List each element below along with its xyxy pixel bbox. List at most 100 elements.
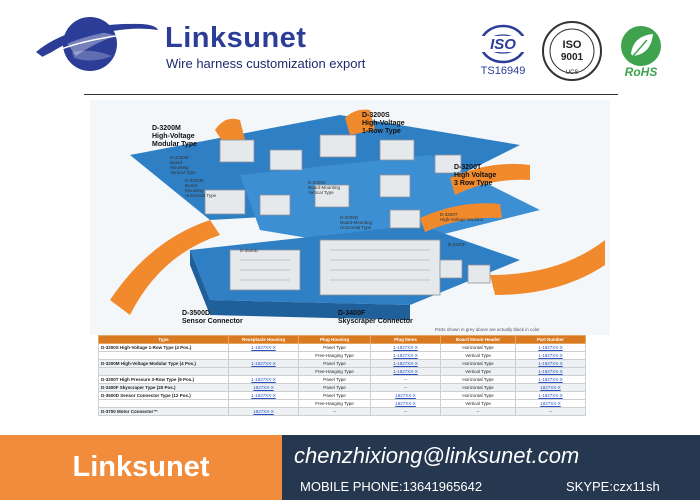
cell-receptacle-link[interactable]: 1827XX-X bbox=[228, 407, 299, 416]
label-d3200m: D-3200M High-Voltage Modular Type bbox=[152, 125, 197, 148]
contact-email[interactable]: chenzhixiong@linksunet.com bbox=[294, 443, 580, 468]
wire-bundle-m bbox=[215, 118, 245, 150]
cell-plug-part-link[interactable]: 1827XX-X bbox=[370, 391, 441, 400]
cell-board: Vertical Type bbox=[440, 399, 516, 408]
table-row: Free-Hanging Type 1-1827XX-X Vertical Ty… bbox=[98, 367, 586, 376]
cell-plug: Free-Hanging Type bbox=[298, 399, 371, 408]
table-row: D-3200S High-Voltage 1-Row Type (4 Pos.)… bbox=[98, 343, 586, 352]
cell-part-link[interactable]: 1827XX-X bbox=[515, 383, 586, 392]
cell-part-link[interactable]: 1-1827XX-X bbox=[515, 375, 586, 384]
cell-board: Horizontal Type bbox=[440, 391, 516, 400]
table-row: Free-Hanging Type 1827XX-X Vertical Type… bbox=[98, 399, 586, 408]
connector-block bbox=[379, 139, 415, 161]
label-d3200s: D-3200S High-Voltage 1-Row Type bbox=[362, 112, 405, 135]
footer-brand: Linksunet bbox=[72, 451, 210, 483]
cell-plug: Panel Type bbox=[298, 343, 371, 352]
contact-phone: MOBILE PHONE:13641965642 bbox=[300, 479, 483, 494]
cell-part: – bbox=[515, 407, 586, 416]
cell-board: Vertical Type bbox=[440, 351, 516, 360]
header-type: Type bbox=[98, 335, 229, 344]
label-board-s: D-3200S Board-Mounting Vertical Type bbox=[308, 180, 341, 195]
connector-block bbox=[467, 264, 491, 284]
diagram-note: Parts shown in grey above are actually b… bbox=[435, 327, 540, 332]
cell-board: – bbox=[440, 407, 516, 416]
table-row: Free-Hanging Type 1-1827XX-X Vertical Ty… bbox=[98, 351, 586, 360]
connector-block bbox=[204, 189, 246, 215]
footer-brand-block: Linksunet bbox=[0, 435, 282, 500]
cell-receptacle-link[interactable]: 1-1827XX-X bbox=[228, 343, 299, 352]
cell-part-link[interactable]: 1-1827XX-X bbox=[515, 367, 586, 376]
connector-block bbox=[314, 184, 350, 208]
cell-receptacle-link[interactable]: 1-1827XX-X bbox=[228, 359, 299, 368]
cell-part-link[interactable]: 1-1827XX-X bbox=[515, 359, 586, 368]
cell-type bbox=[98, 351, 229, 360]
cell-plug: Panel Type bbox=[298, 383, 371, 392]
header-board-mount: Board Mount Header bbox=[440, 335, 516, 344]
cell-type bbox=[98, 399, 229, 408]
connector-diagram: D-3200M High-Voltage Modular Type D-3200… bbox=[90, 100, 610, 335]
cell-plug: Free-Hanging Type bbox=[298, 367, 371, 376]
cell-type: D-3400F Skyscraper Type (20 Pos.) bbox=[98, 383, 229, 392]
label-d3400f-small: D-3400F bbox=[448, 242, 466, 247]
cell-plug-part-link[interactable]: 1-1827XX-X bbox=[370, 367, 441, 376]
cell-receptacle-link[interactable] bbox=[228, 399, 299, 408]
cell-type: D-3200T High Pressure 3-Row Type (9 Pos.… bbox=[98, 375, 229, 384]
connector-block bbox=[389, 209, 421, 229]
connector-block bbox=[269, 149, 303, 171]
table-row: D-3200M High-Voltage Modular Type (4 Pos… bbox=[98, 359, 586, 368]
label-board-horizontal: D-3200M Board- Mounting Horizontal Type bbox=[185, 178, 217, 198]
cell-plug: Free-Hanging Type bbox=[298, 351, 371, 360]
cell-type: D-3700 Motor Connector™ bbox=[98, 407, 229, 416]
cell-part-link[interactable]: 1827XX-X bbox=[515, 399, 586, 408]
label-d3500d: D-3500D Sensor Connector bbox=[182, 310, 243, 325]
connector-block bbox=[319, 134, 357, 158]
iso-ts-code: TS16949 bbox=[481, 65, 526, 77]
cell-receptacle-link[interactable]: 1-1827XX-X bbox=[228, 391, 299, 400]
table-row: D-3200T High Pressure 3-Row Type (9 Pos.… bbox=[98, 375, 586, 384]
header-part-number: Part Number bbox=[515, 335, 586, 344]
label-d3200t-mod: D-3200T High-Voltage Modular bbox=[440, 212, 484, 222]
connector-block bbox=[219, 139, 255, 163]
cell-plug-part: – bbox=[370, 383, 441, 392]
cell-type: D-3200S High-Voltage 1-Row Type (4 Pos.) bbox=[98, 343, 229, 352]
cell-plug-part-link[interactable]: 1-1827XX-X bbox=[370, 343, 441, 352]
brand-tagline: Wire harness customization export bbox=[166, 56, 366, 71]
table-header-row: Type Receptacle Housing Plug Housing Plu… bbox=[98, 335, 586, 344]
cell-receptacle-link[interactable]: 1827XX-X bbox=[228, 383, 299, 392]
wire-bundle-right bbox=[490, 240, 605, 295]
cell-plug: Panel Type bbox=[298, 391, 371, 400]
cell-plug-part: – bbox=[370, 375, 441, 384]
table-row: D-3400F Skyscraper Type (20 Pos.) 1827XX… bbox=[98, 383, 586, 392]
cell-receptacle-link[interactable]: 1-1827XX-X bbox=[228, 375, 299, 384]
cell-receptacle-link[interactable] bbox=[228, 351, 299, 360]
part-number-table: Type Receptacle Housing Plug Housing Plu… bbox=[98, 335, 586, 416]
cell-plug: Panel Type bbox=[298, 359, 371, 368]
connector-block bbox=[439, 259, 463, 279]
cell-part-link[interactable]: 1-1827XX-X bbox=[515, 343, 586, 352]
iso-9001-mark: UCS bbox=[566, 70, 579, 76]
rohs-badge: RoHS bbox=[621, 26, 661, 78]
cell-plug-part-link[interactable]: 1-1827XX-X bbox=[370, 351, 441, 360]
contact-footer: Linksunet chenzhixiong@linksunet.com MOB… bbox=[0, 435, 700, 500]
iso-ts-title: ISO bbox=[490, 36, 516, 53]
cell-part-link[interactable]: 1-1827XX-X bbox=[515, 351, 586, 360]
cell-plug-part-link[interactable]: 1-1827XX-X bbox=[370, 359, 441, 368]
cell-board: Vertical Type bbox=[440, 367, 516, 376]
linksunet-logo bbox=[36, 17, 158, 71]
cell-board: Horizontal Type bbox=[440, 383, 516, 392]
cell-plug-part: – bbox=[370, 407, 441, 416]
table-row: D-3500D Sensor Connector Type (12 Pos.) … bbox=[98, 391, 586, 400]
brand-name: Linksunet bbox=[165, 22, 307, 54]
cell-board: Horizontal Type bbox=[440, 343, 516, 352]
cell-plug-part-link[interactable]: 1827XX-X bbox=[370, 399, 441, 408]
cell-part-link[interactable]: 1-1827XX-X bbox=[515, 391, 586, 400]
cell-type bbox=[98, 367, 229, 376]
cell-receptacle-link[interactable] bbox=[228, 367, 299, 376]
header-plug-housing: Plug Housing bbox=[298, 335, 371, 344]
cell-board: Horizontal Type bbox=[440, 375, 516, 384]
iso-9001-code: 9001 bbox=[561, 52, 584, 63]
cell-board: Horizontal Type bbox=[440, 359, 516, 368]
wire-bundle-s bbox=[345, 109, 375, 135]
cell-plug: – bbox=[298, 407, 371, 416]
iso-9001-title: ISO bbox=[563, 39, 582, 51]
